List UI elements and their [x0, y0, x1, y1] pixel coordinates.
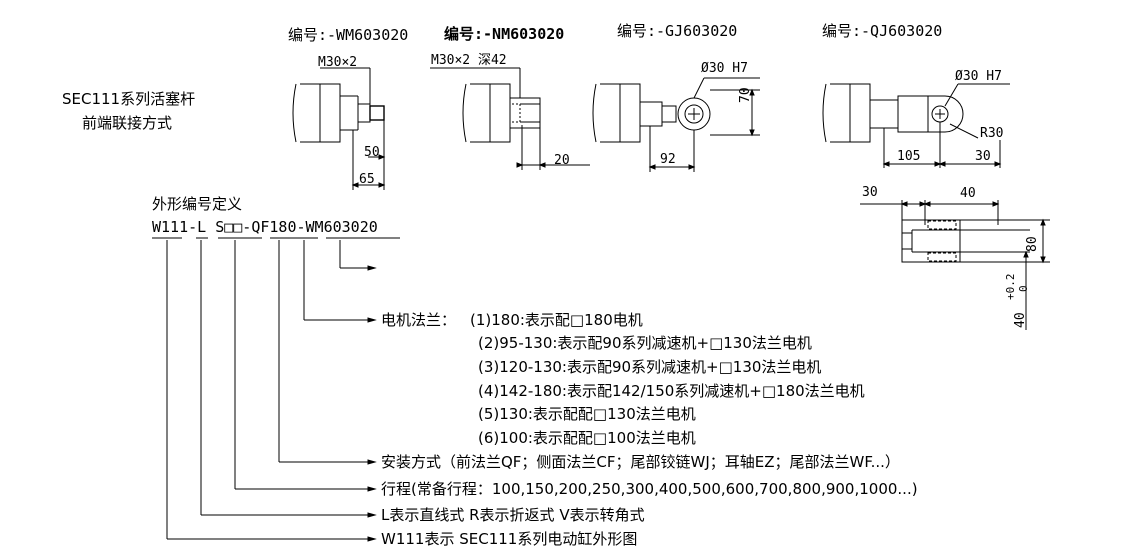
motor-flange-option-3: (3)120-130:表示配90系列减速机+□130法兰电机 [478, 358, 822, 376]
variant-wm-drawing [292, 67, 386, 190]
dim-gj-92: 92 [660, 152, 676, 167]
motor-flange-option-1: (1)180:表示配□180电机 [470, 311, 643, 329]
variant-code-wm: 编号:-WM603020 [288, 26, 409, 44]
hole-label-gj: Ø30 H7 [701, 61, 748, 76]
dim-wm-50: 50 [364, 145, 380, 160]
variant-code-nm: 编号:-NM603020 [444, 25, 565, 43]
variant-code-qj: 编号:-QJ603020 [822, 22, 943, 40]
dim-qj-30: 30 [975, 149, 991, 164]
clevis-dim-30: 30 [862, 185, 878, 200]
variant-qj-drawing [822, 83, 1010, 168]
clevis-dim-40: 40 [960, 186, 976, 201]
motor-flange-option-6: (6)100:表示配配□100法兰电机 [478, 429, 696, 447]
legend-series: W111表示 SEC111系列电动缸外形图 [381, 530, 638, 548]
variant-nm-drawing [430, 67, 590, 170]
hole-label-qj: Ø30 H7 [955, 69, 1002, 84]
motor-flange-label: 电机法兰： [381, 311, 457, 329]
variant-code-gj: 编号:-GJ603020 [617, 22, 738, 40]
thread-label-nm: M30×2 深42 [431, 53, 507, 68]
title-line2: 前端联接方式 [82, 114, 173, 132]
legend-stroke: 行程(常备行程：100,150,200,250,300,400,500,600,… [381, 480, 918, 498]
motor-flange-option-4: (4)142-180:表示配142/150系列减速机+□180法兰电机 [478, 382, 865, 400]
thread-label-wm: M30×2 [318, 55, 358, 70]
motor-flange-option-2: (2)95-130:表示配90系列减速机+□130法兰电机 [478, 334, 812, 352]
clevis-detail-drawing [860, 200, 1050, 330]
leader-lines [166, 240, 377, 542]
dim-nm-20: 20 [554, 153, 570, 168]
motor-flange-option-5: (5)130:表示配配□130法兰电机 [478, 405, 696, 423]
dim-wm-65: 65 [359, 172, 375, 187]
radius-label-qj: R30 [980, 126, 1004, 141]
definition-code: W111-L S□□-QF180-WM603020 [152, 218, 378, 236]
dim-qj-105: 105 [897, 149, 921, 164]
legend-mounting: 安装方式（前法兰QF；侧面法兰CF；尾部铰链WJ；耳轴EZ；尾部法兰WF...） [381, 453, 900, 471]
legend-type: L表示直线式 R表示折返式 V表示转角式 [381, 506, 645, 524]
variant-gj-drawing [592, 77, 760, 172]
definition-heading: 外形编号定义 [152, 195, 243, 213]
title-line1: SEC111系列活塞杆 [62, 90, 196, 108]
